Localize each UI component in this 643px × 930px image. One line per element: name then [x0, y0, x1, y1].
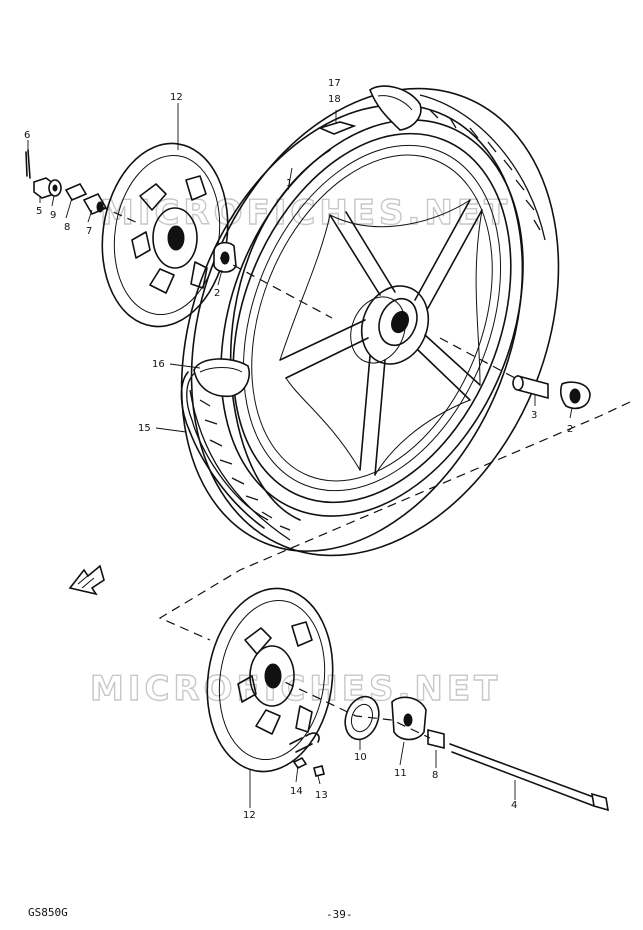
callout-7: 7	[86, 226, 92, 237]
axle-nut-stack-upper	[25, 149, 237, 273]
model-code: GS850G	[28, 906, 68, 919]
assembly-guide-lines	[99, 205, 631, 739]
watermark-bottom: MICROFICHES.NET	[90, 669, 501, 709]
callout-14: 14	[290, 786, 303, 797]
callout-13: 13	[315, 790, 328, 801]
callout-5: 5	[36, 206, 42, 217]
callout-labels: 6 5 9 8 7 12 2 1 17 18 16 15 3 2 10 11 8…	[24, 78, 573, 821]
front-direction-arrow-icon	[68, 564, 105, 596]
callout-10: 10	[354, 752, 367, 763]
callout-16: 16	[152, 359, 165, 370]
callout-3: 3	[531, 410, 537, 421]
brake-disc-upper	[101, 142, 229, 328]
wheel-tire-assembly	[180, 85, 560, 557]
callout-6: 6	[24, 130, 30, 141]
page-number: -39-	[326, 908, 353, 921]
callout-11: 11	[394, 768, 407, 779]
callout-1: 1	[286, 178, 292, 189]
callout-12-lower: 12	[243, 810, 256, 821]
callout-15: 15	[138, 423, 151, 434]
watermark-top: MICROFICHES.NET	[100, 193, 511, 233]
bearing-set-right	[512, 374, 591, 410]
callout-18: 18	[328, 94, 341, 105]
callout-4: 4	[511, 800, 517, 811]
callout-2-upper: 2	[214, 288, 220, 299]
callout-8-lower: 8	[432, 770, 438, 781]
tire-valve-parts	[317, 110, 357, 135]
callout-8: 8	[64, 222, 70, 233]
axle-parts-lower	[289, 695, 609, 812]
callout-17: 17	[328, 78, 341, 89]
callout-2-right: 2	[567, 424, 573, 435]
callout-9: 9	[50, 210, 56, 221]
callout-12-upper: 12	[170, 92, 183, 103]
callout-leaders	[27, 103, 573, 808]
